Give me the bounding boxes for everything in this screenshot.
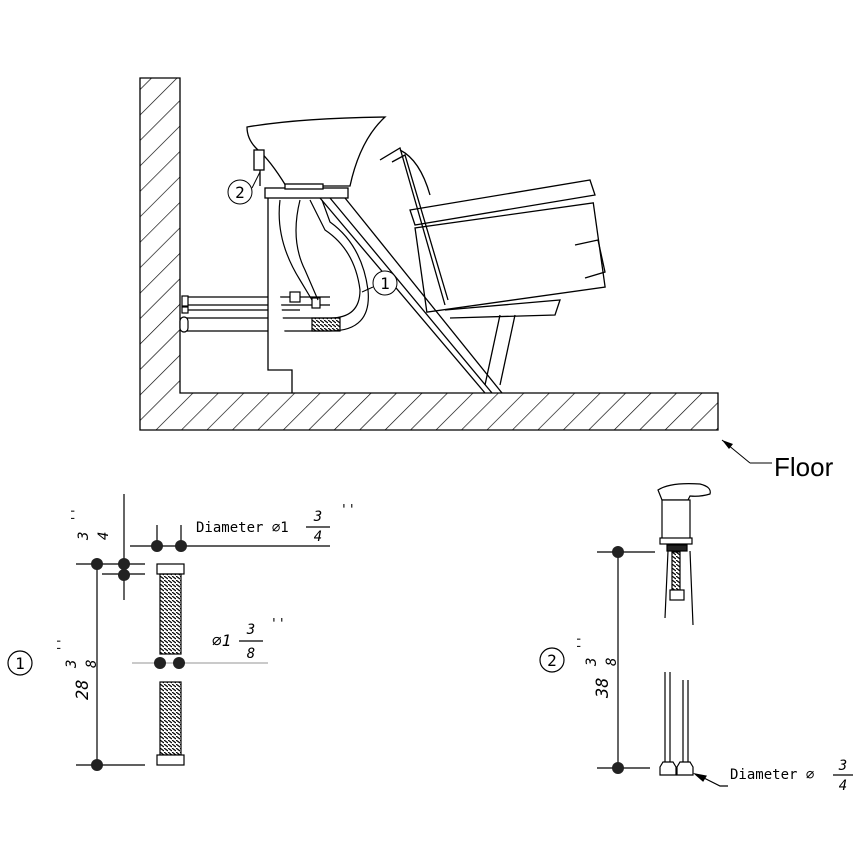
hose-outer-diameter: Diameter ⌀1 bbox=[196, 520, 289, 536]
hose-length-num: 3 bbox=[64, 660, 80, 669]
hose-length-whole: 28 bbox=[73, 680, 93, 700]
callout-faucet: 2 bbox=[227, 171, 261, 205]
faucet-diameter: Diameter ⌀ bbox=[730, 767, 815, 783]
hose-outer-den: 4 bbox=[314, 529, 322, 545]
floor-label: Floor bbox=[774, 452, 834, 482]
faucet-length-den: 8 bbox=[604, 658, 620, 666]
hose-inner-num: 3 bbox=[246, 622, 255, 638]
faucet-length-num: 3 bbox=[584, 658, 600, 667]
inch-mark: '' bbox=[69, 508, 83, 522]
hose-detail bbox=[7, 494, 330, 771]
hose-outer-num: 3 bbox=[313, 509, 322, 525]
hose-length-den: 8 bbox=[84, 660, 100, 668]
hose-cap-dimension: 3 4 '' bbox=[69, 508, 112, 541]
inch-mark: '' bbox=[575, 636, 589, 650]
callout-hose: 1 bbox=[361, 270, 398, 296]
faucet-length-whole: 38 bbox=[593, 678, 613, 699]
faucet-diameter-num: 3 bbox=[838, 758, 847, 774]
hose-callout: 1 bbox=[15, 654, 25, 673]
hose-inner-den: 8 bbox=[247, 646, 255, 662]
salon-chair bbox=[379, 147, 606, 386]
hose-callout-number: 1 bbox=[380, 274, 390, 293]
faucet-diameter-den: 4 bbox=[839, 778, 847, 794]
wall-and-floor bbox=[139, 77, 719, 431]
faucet-length-dimension: 38 3 8 '' bbox=[575, 636, 620, 699]
supply-pipes bbox=[179, 199, 369, 333]
hose-length-dimension: 28 3 8 '' bbox=[55, 638, 100, 700]
inch-mark: '' bbox=[55, 638, 69, 652]
floor-label-group: Floor bbox=[721, 439, 834, 482]
shampoo-bowl bbox=[246, 116, 503, 394]
inch-mark: '' bbox=[340, 503, 356, 518]
inch-mark: '' bbox=[270, 617, 286, 632]
hose-cap-num: 3 bbox=[76, 532, 92, 541]
faucet-callout: 2 bbox=[547, 651, 557, 670]
faucet-callout-number: 2 bbox=[235, 183, 245, 202]
hose-inner-diameter: ⌀1 bbox=[212, 631, 231, 650]
hose-cap-den: 4 bbox=[96, 532, 112, 540]
faucet-detail bbox=[539, 483, 853, 787]
